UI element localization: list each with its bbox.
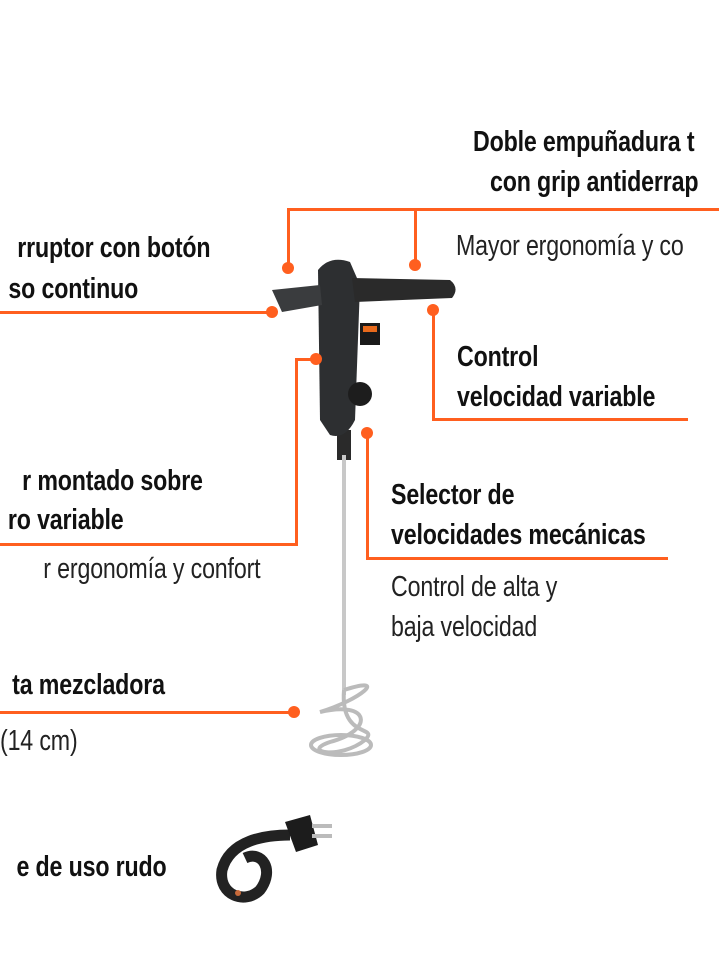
cable-title: e de uso rudo <box>16 851 167 883</box>
grip-title-2: con grip antiderrap <box>490 166 699 198</box>
leader-line-grip-left <box>287 208 290 268</box>
leader-line-speed-h <box>432 418 688 421</box>
speed-title-1: Control <box>457 341 539 373</box>
leader-line-motor-v <box>295 358 298 545</box>
selector-title-2: velocidades mecánicas <box>391 519 646 551</box>
leader-line-motor <box>295 358 315 361</box>
leader-line-paddle <box>0 711 294 714</box>
switch-title-1: rruptor con botón <box>16 232 210 264</box>
leader-line-speed <box>432 310 435 420</box>
motor-title-2: ro variable <box>7 504 123 536</box>
callout-dot <box>266 306 278 318</box>
leader-line-switch <box>0 311 272 314</box>
leader-line-grip <box>287 208 719 211</box>
leader-line-selector <box>366 432 369 559</box>
switch-title-2: so continuo <box>8 273 138 305</box>
callout-dot <box>282 262 294 274</box>
leader-line-grip-right <box>414 208 417 265</box>
power-cord-plug-image <box>216 815 332 903</box>
grip-desc: Mayor ergonomía y co <box>456 230 684 262</box>
callout-dot <box>409 259 421 271</box>
paddle-desc: (14 cm) <box>0 725 78 757</box>
selector-desc-1: Control de alta y <box>391 571 558 603</box>
speed-title-2: velocidad variable <box>457 381 656 413</box>
mixer-drill-image <box>272 259 456 757</box>
paddle-title: ta mezcladora <box>12 669 165 701</box>
selector-title-1: Selector de <box>391 479 515 511</box>
selector-desc-2: baja velocidad <box>391 611 538 643</box>
grip-title-1: Doble empuñadura t <box>473 126 695 158</box>
leader-line-selector-h <box>366 557 668 560</box>
callout-dot <box>310 353 322 365</box>
motor-desc: r ergonomía y confort <box>42 553 260 585</box>
callout-dot <box>288 706 300 718</box>
leader-line-motor-h <box>0 543 298 546</box>
motor-title-1: r montado sobre <box>22 465 203 497</box>
